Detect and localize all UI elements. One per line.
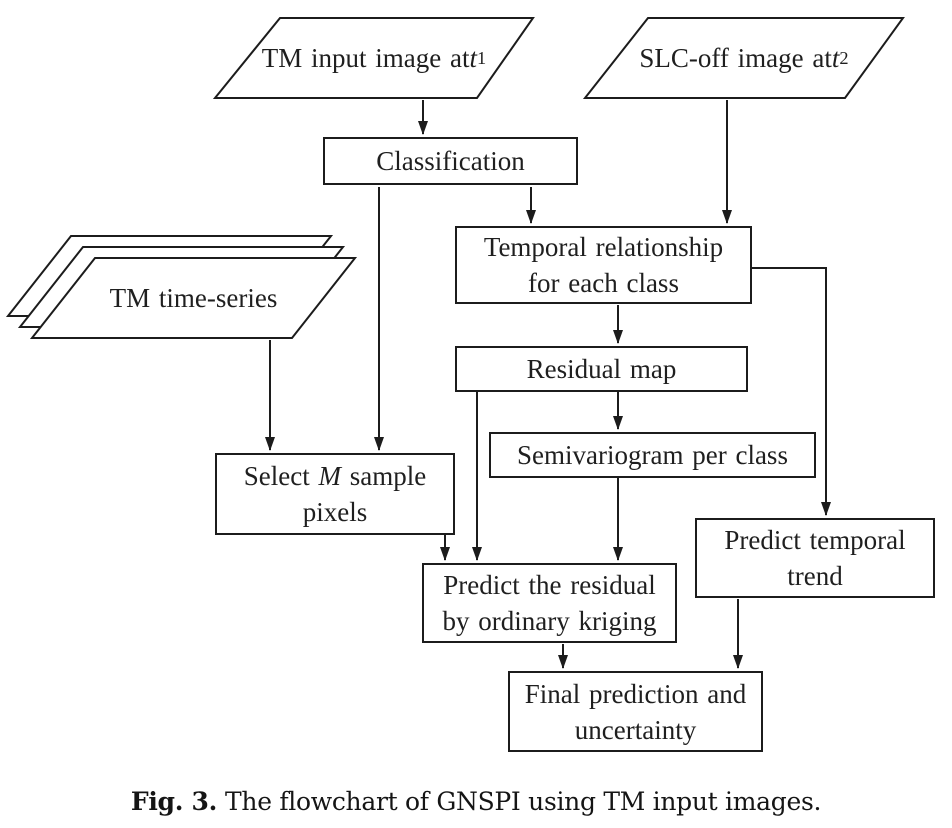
node-select-sample-pixels-text-after: sample	[341, 461, 427, 491]
node-residual-map-label: Residual map	[526, 354, 677, 384]
node-semivariogram-label: Semivariogram per class	[517, 440, 788, 470]
figure-caption-text: The flowchart of GNSPI using TM input im…	[225, 787, 822, 816]
node-predict-temporal-trend-line2: trend	[787, 561, 843, 591]
node-slc-off-image-text: SLC-off image at	[639, 43, 832, 73]
node-temporal-relationship-line2: for each class	[528, 268, 679, 298]
node-predict-temporal-trend: Predict temporal trend	[695, 518, 935, 598]
node-select-sample-pixels-text-before: Select	[243, 461, 319, 491]
node-predict-residual-line1: Predict the residual	[443, 570, 656, 600]
edge-temporal-to-predict-trend	[752, 267, 831, 516]
node-select-sample-pixels-line2: pixels	[302, 497, 368, 527]
tm-time-series-parallelogram-front	[29, 257, 358, 339]
node-temporal-relationship-line1: Temporal relationship	[483, 232, 724, 262]
node-select-sample-pixels-line1: Select M sample	[244, 458, 426, 494]
node-temporal-relationship: Temporal relationship for each class	[455, 226, 752, 304]
node-semivariogram: Semivariogram per class	[489, 432, 816, 478]
node-classification-label: Classification	[376, 146, 525, 176]
node-tm-time-series-label: TM time-series	[109, 283, 278, 313]
node-select-sample-pixels-variable: M	[318, 461, 342, 491]
node-tm-input-image-text: TM input image at	[261, 43, 470, 73]
node-select-sample-pixels: Select M sample pixels	[215, 453, 455, 535]
figure-caption-number: Fig. 3.	[130, 787, 218, 816]
slc-off-parallelogram	[582, 17, 905, 99]
node-predict-residual: Predict the residual by ordinary kriging	[422, 563, 677, 643]
node-final-prediction-line2: uncertainty	[574, 714, 697, 745]
node-final-prediction-line1: Final prediction and	[524, 678, 747, 709]
node-predict-residual-line2: by ordinary kriging	[442, 606, 657, 636]
node-residual-map: Residual map	[455, 346, 748, 392]
figure-caption: Fig. 3.The flowchart of GNSPI using TM i…	[0, 785, 952, 819]
node-classification: Classification	[323, 137, 578, 185]
node-final-prediction: Final prediction and uncertainty	[508, 671, 763, 752]
tm-input-parallelogram	[212, 17, 535, 99]
node-slc-off-image-variable: t	[831, 43, 840, 73]
node-predict-temporal-trend-line1: Predict temporal	[724, 525, 906, 555]
node-tm-input-image-variable: t	[469, 43, 478, 73]
node-tm-time-series: TM time-series	[32, 258, 355, 338]
